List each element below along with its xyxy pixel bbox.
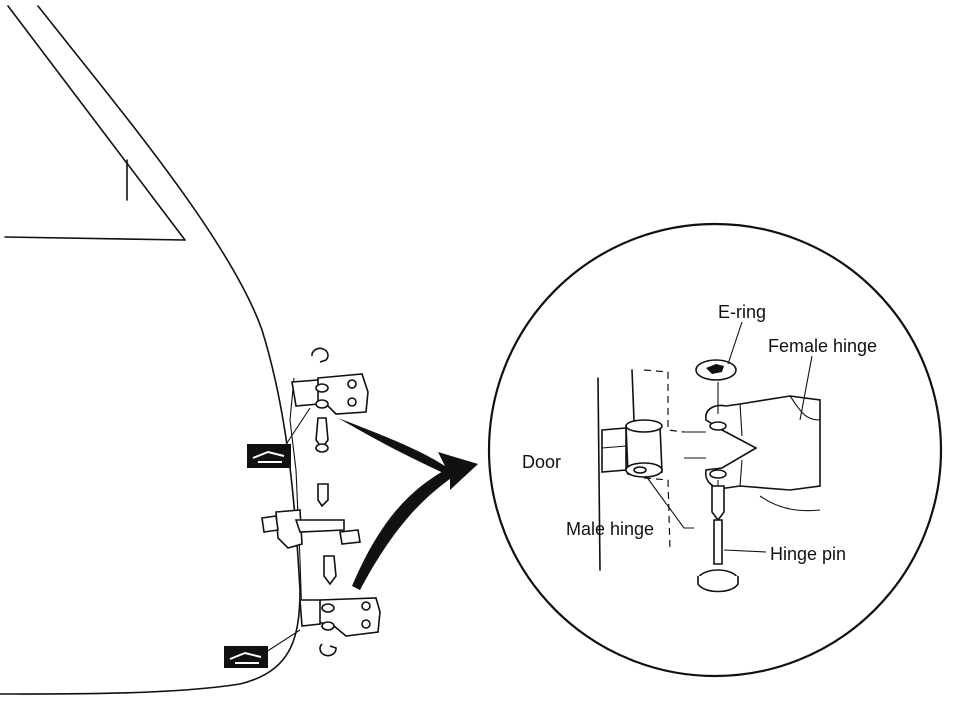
door-checker-assembly	[261, 483, 361, 549]
label-hinge-pin: Hinge pin	[770, 544, 846, 564]
wrench-torque-icon	[252, 450, 285, 463]
detail-zoom-circle: E-ring Female hinge Door Male hinge Hing…	[487, 222, 943, 678]
leader-male-hinge	[645, 475, 694, 529]
wrench-torque-icon	[229, 651, 262, 664]
car-body-outline	[0, 5, 303, 695]
hinge-pin-zoom	[697, 480, 739, 593]
male-hinge-cylinder	[601, 419, 663, 478]
leader-hinge-pin	[723, 549, 767, 553]
e-ring-lower	[319, 643, 337, 657]
lower-hinge-assembly	[299, 555, 381, 657]
label-door: Door	[522, 452, 561, 472]
leader-e-ring	[727, 321, 743, 365]
label-e-ring: E-ring	[718, 302, 766, 322]
leader-female-hinge	[799, 355, 813, 421]
tool-badge-upper	[247, 407, 311, 468]
e-ring-zoom	[695, 359, 737, 414]
female-hinge-part	[684, 395, 821, 512]
e-ring-upper	[311, 347, 329, 363]
tool-badge-lower	[224, 629, 301, 668]
label-male-hinge: Male hinge	[566, 519, 654, 539]
curved-arrow-icon	[338, 418, 478, 590]
label-female-hinge: Female hinge	[768, 336, 877, 356]
upper-hinge-assembly	[291, 347, 369, 453]
